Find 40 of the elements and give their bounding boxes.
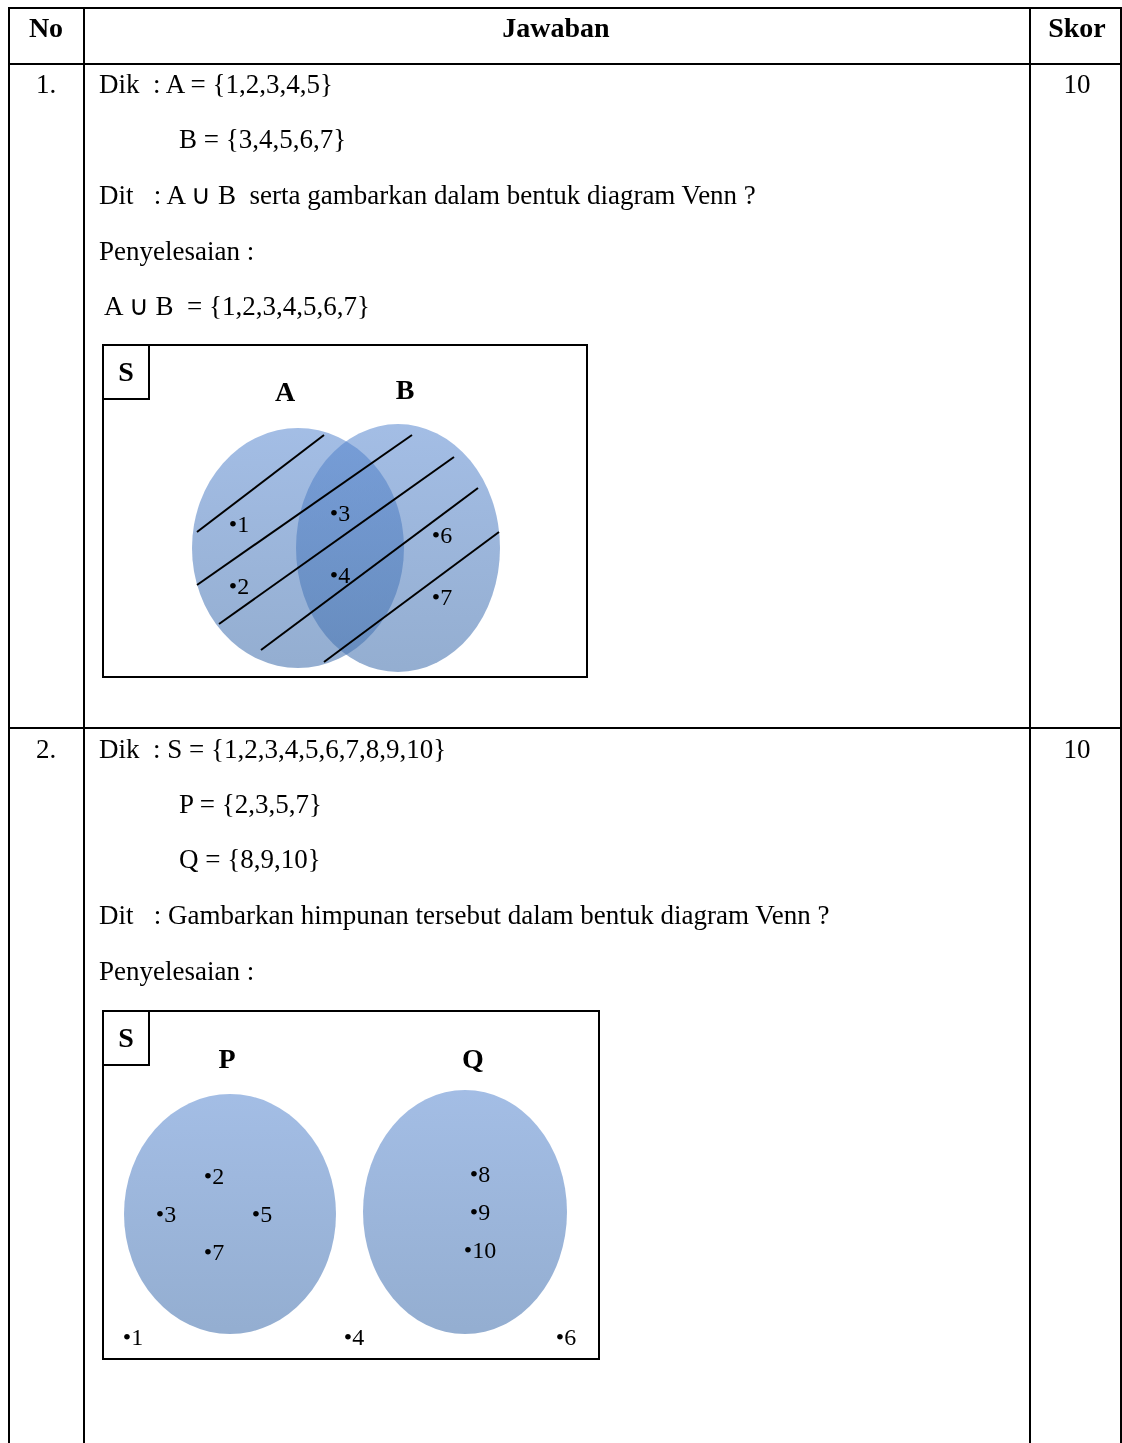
answer-text: B = {3,4,5,6,7} — [179, 125, 347, 153]
set-element: •3 — [155, 1202, 177, 1226]
set-element: •7 — [431, 585, 453, 609]
set-name: B — [395, 376, 415, 404]
set-element: •7 — [203, 1240, 225, 1264]
venn-universe-box — [102, 1010, 600, 1360]
answer-text: Penyelesaian : — [99, 237, 255, 265]
answer-text: A ∪ B = {1,2,3,4,5,6,7} — [104, 292, 370, 320]
set-name: Q — [462, 1045, 484, 1073]
answer-text: Dit : A ∪ B serta gambarkan dalam bentuk diagram Venn ? — [99, 181, 756, 209]
set-name: P — [218, 1045, 236, 1073]
set-element: •2 — [228, 574, 250, 598]
cell-text: 10 — [1063, 70, 1091, 98]
answer-text: Dik : S = {1,2,3,4,5,6,7,8,9,10} — [99, 735, 447, 763]
set-element: •10 — [463, 1238, 497, 1262]
set-element: •1 — [228, 512, 250, 536]
set-element: •3 — [329, 501, 351, 525]
answer-text: Dik : A = {1,2,3,4,5} — [99, 70, 333, 98]
set-element: •6 — [555, 1325, 577, 1349]
answer-text: Penyelesaian : — [99, 957, 255, 985]
cell-text: 2. — [35, 735, 57, 763]
set-element: •2 — [203, 1164, 225, 1188]
universal-set-label: S — [102, 1010, 150, 1066]
set-element: •9 — [469, 1200, 491, 1224]
cell-text: 10 — [1063, 735, 1091, 763]
column-header: Jawaban — [502, 14, 610, 42]
set-element: •5 — [251, 1202, 273, 1226]
set-element: •4 — [343, 1325, 365, 1349]
set-name: A — [274, 378, 296, 406]
set-element: •1 — [122, 1325, 144, 1349]
cell-text: 1. — [35, 70, 57, 98]
set-element: •8 — [469, 1162, 491, 1186]
answer-text: Q = {8,9,10} — [179, 845, 321, 873]
column-header: Skor — [1048, 14, 1106, 42]
answer-text: Dit : Gambarkan himpunan tersebut dalam bentuk diagram Venn ? — [99, 901, 830, 929]
answer-text: P = {2,3,5,7} — [179, 790, 322, 818]
set-element: •6 — [431, 523, 453, 547]
column-header: No — [28, 14, 64, 42]
universal-set-label: S — [102, 344, 150, 400]
set-element: •4 — [329, 563, 351, 587]
